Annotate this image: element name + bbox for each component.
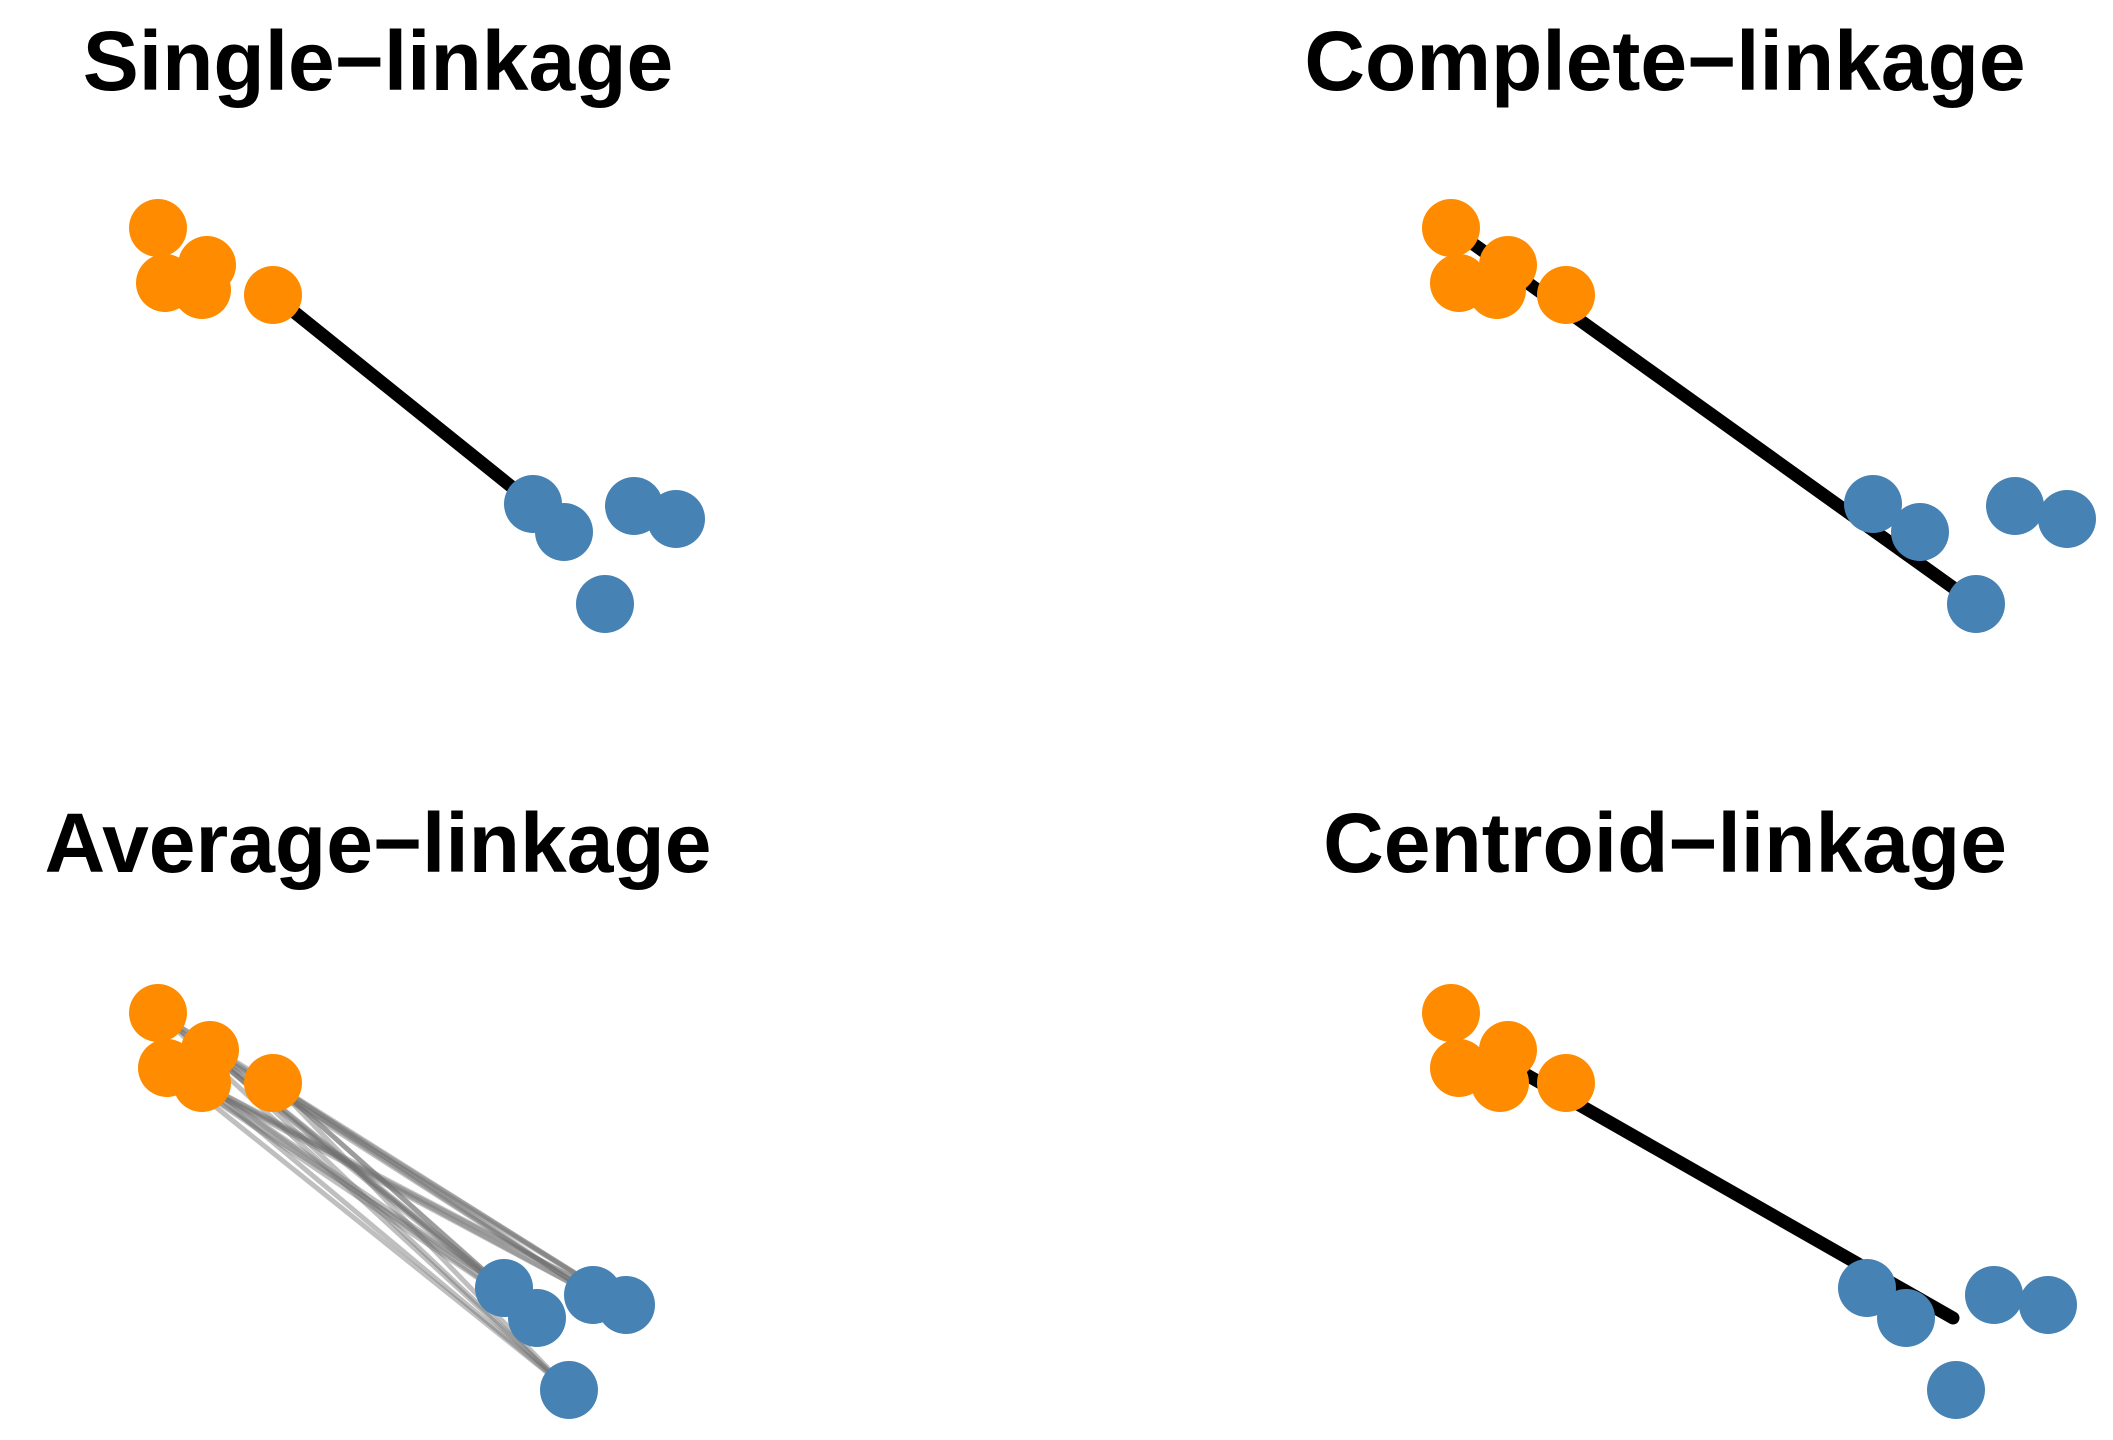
average-link-line — [164, 1065, 629, 1308]
orange-cluster-point — [173, 1054, 231, 1112]
blue-cluster-point — [1844, 475, 1902, 533]
centroid-linkage-panel: Centroid−linkage — [1323, 796, 2077, 1419]
orange-cluster-point — [1468, 261, 1526, 319]
panel-title: Average−linkage — [45, 796, 712, 890]
blue-cluster-point — [2019, 1276, 2077, 1334]
average-link-line — [270, 1080, 629, 1308]
orange-cluster-point — [1537, 266, 1595, 324]
points — [129, 984, 655, 1419]
average-link-line — [270, 1080, 507, 1291]
average-link-line — [164, 1065, 572, 1393]
blue-cluster-point — [576, 575, 634, 633]
orange-cluster-point — [244, 1054, 302, 1112]
average-linkage-panel: Average−linkage — [45, 796, 712, 1419]
points — [1422, 984, 2077, 1419]
average-link-line — [199, 1080, 629, 1308]
orange-cluster-point — [129, 199, 187, 257]
blue-cluster-point — [535, 503, 593, 561]
panel-title: Centroid−linkage — [1323, 796, 2007, 890]
orange-cluster-point — [1537, 1054, 1595, 1112]
blue-cluster-point — [1947, 575, 2005, 633]
single-link-line — [266, 288, 540, 511]
average-link-line — [164, 1065, 507, 1291]
average-link-line — [164, 1065, 540, 1321]
blue-cluster-point — [1986, 477, 2044, 535]
average-link-line — [164, 1065, 596, 1298]
orange-cluster-point — [1471, 1054, 1529, 1112]
orange-cluster-point — [173, 261, 231, 319]
blue-cluster-point — [508, 1289, 566, 1347]
panel-title: Single−linkage — [83, 14, 674, 108]
average-link-line — [199, 1080, 596, 1298]
points — [1422, 199, 2096, 633]
average-link-line — [270, 1080, 596, 1298]
blue-cluster-point — [540, 1361, 598, 1419]
points — [129, 199, 705, 633]
blue-cluster-point — [647, 490, 705, 548]
average-link-line — [199, 1080, 572, 1393]
orange-cluster-point — [244, 266, 302, 324]
blue-cluster-point — [1877, 1289, 1935, 1347]
linkage-lines — [266, 288, 540, 511]
blue-cluster-point — [1965, 1266, 2023, 1324]
complete-linkage-panel: Complete−linkage — [1304, 14, 2096, 633]
orange-cluster-point — [129, 984, 187, 1042]
blue-cluster-point — [597, 1276, 655, 1334]
panel-title: Complete−linkage — [1304, 14, 2025, 108]
blue-cluster-point — [1891, 503, 1949, 561]
orange-cluster-point — [1422, 984, 1480, 1042]
average-link-line — [199, 1080, 507, 1291]
blue-cluster-point — [2038, 490, 2096, 548]
orange-cluster-point — [1422, 199, 1480, 257]
blue-cluster-point — [1927, 1361, 1985, 1419]
single-linkage-panel: Single−linkage — [83, 14, 705, 633]
